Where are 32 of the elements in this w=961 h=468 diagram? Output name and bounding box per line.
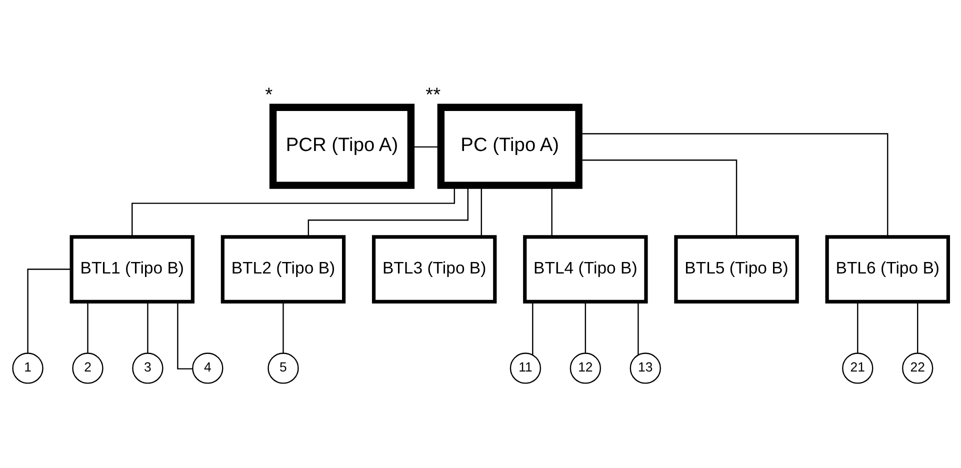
node-circle: 13 (630, 352, 661, 384)
node-label: ** (426, 84, 441, 106)
connector (917, 301, 918, 353)
connector (27, 268, 72, 353)
node-box: BTL3 (Tipo B) (372, 234, 497, 303)
node-box: PCR (Tipo A) (269, 103, 415, 188)
connector (584, 301, 586, 353)
node-box: BTL6 (Tipo B) (825, 234, 950, 303)
node-box: BTL5 (Tipo B) (674, 234, 799, 303)
node-circle: 5 (268, 352, 299, 384)
node-circle: 11 (510, 352, 542, 384)
node-circle: 1 (12, 352, 44, 384)
connector (147, 301, 148, 353)
node-circle: 4 (192, 352, 224, 384)
connector (282, 301, 284, 353)
connector (532, 301, 534, 354)
node-circle: 21 (842, 352, 874, 384)
connector (579, 132, 888, 236)
node-box: BTL4 (Tipo B) (523, 234, 648, 303)
node-circle: 2 (72, 352, 104, 384)
connector (579, 159, 738, 236)
node-circle: 12 (570, 352, 602, 384)
connector (857, 301, 858, 353)
connector (87, 301, 88, 353)
connector (177, 301, 193, 369)
node-circle: 22 (902, 352, 934, 384)
node-label: * (265, 84, 273, 106)
node-box: BTL1 (Tipo B) (70, 234, 194, 303)
node-box: PC (Tipo A) (437, 103, 582, 188)
node-circle: 3 (132, 352, 164, 384)
connector (638, 301, 639, 354)
node-box: BTL2 (Tipo B) (220, 234, 346, 303)
